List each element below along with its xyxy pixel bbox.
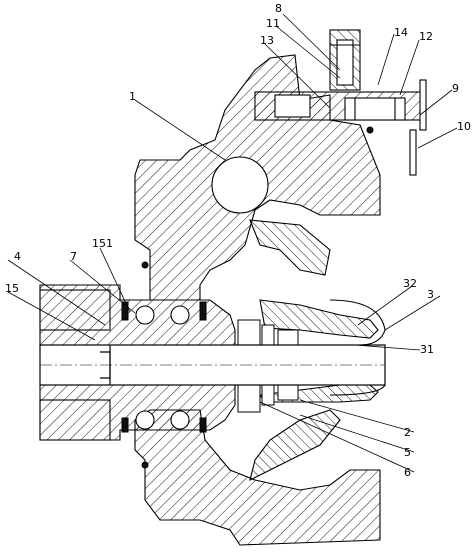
label-14: 14	[394, 26, 408, 39]
housing-lower	[134, 409, 381, 546]
label-13: 13	[260, 34, 274, 47]
label-12: 12	[419, 30, 433, 43]
label-11: 11	[266, 17, 280, 30]
label-15: 15	[5, 282, 19, 295]
label-32: 32	[403, 277, 417, 290]
label-151: 151	[92, 237, 113, 250]
label-1: 1	[129, 90, 136, 103]
label-8: 8	[275, 2, 282, 15]
label-4: 4	[14, 250, 21, 263]
label-5: 5	[404, 446, 411, 459]
label-3: 3	[427, 288, 434, 301]
label-9: 9	[452, 82, 459, 95]
side-rod	[409, 129, 417, 176]
label-2: 2	[404, 426, 411, 439]
leader-lines	[7, 13, 458, 473]
label-6: 6	[404, 466, 411, 479]
label-10: 10	[457, 120, 471, 133]
pin-assembly	[254, 79, 427, 131]
top-fitting	[329, 29, 361, 91]
shaft	[39, 344, 386, 386]
bearing	[135, 305, 190, 430]
label-7: 7	[70, 250, 77, 263]
label-31: 31	[420, 343, 434, 356]
